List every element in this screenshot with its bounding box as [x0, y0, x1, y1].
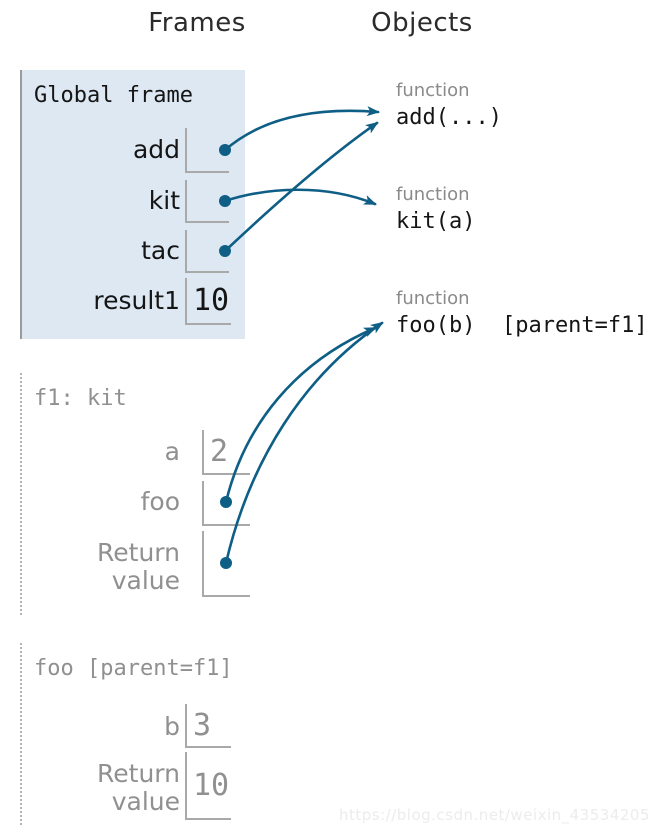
- frame-foo-parent-f1: foo [parent=f1] b 3 Return value 10: [20, 643, 310, 825]
- value-cell-result1: 10: [185, 278, 231, 325]
- value-cell-add: [185, 128, 229, 173]
- var-label-a: a: [164, 437, 180, 466]
- var-label-return-value-f1: Return value: [97, 538, 180, 595]
- object-function-foo: function foo(b) [parent=f1]: [396, 288, 648, 340]
- frames-column-header: Frames: [148, 8, 246, 38]
- object-function-add-label: add(...): [396, 105, 502, 130]
- var-label-add: add: [132, 135, 180, 164]
- objects-column-header: Objects: [371, 8, 473, 38]
- object-function-kit-label: kit(a): [396, 209, 476, 234]
- var-label-b: b: [164, 712, 180, 741]
- value-cell-tac: [185, 230, 229, 273]
- frame-global-title: Global frame: [34, 83, 193, 108]
- frame-f1-kit: f1: kit a 2 foo Return value: [20, 373, 310, 615]
- reference-arrow-tac-to-add-function: [223, 121, 379, 253]
- object-function-add: function add(...): [396, 80, 502, 132]
- value-cell-b: 3: [185, 704, 231, 748]
- var-label-return-value-foo: Return value: [97, 759, 180, 816]
- value-b: 3: [193, 707, 212, 743]
- object-function-kit: function kit(a): [396, 184, 475, 236]
- reference-arrow-add-to-add-function: [223, 106, 380, 152]
- watermark-url: https://blog.csdn.net/weixin_43534205: [338, 806, 650, 824]
- value-cell-return-f1: [202, 531, 250, 597]
- value-cell-foo: [202, 481, 250, 526]
- value-result1: 10: [193, 283, 230, 318]
- value-a: 2: [210, 434, 229, 469]
- reference-arrow-kit-to-kit-function: [223, 188, 377, 206]
- frame-f1-title: f1: kit: [34, 386, 127, 411]
- value-cell-kit: [185, 180, 229, 223]
- object-kind-label: function: [396, 288, 470, 309]
- var-label-kit: kit: [148, 186, 180, 215]
- value-cell-a: 2: [202, 430, 250, 475]
- value-return-foo: 10: [193, 767, 230, 803]
- frame-global: Global frame add kit tac result1 10: [20, 70, 245, 339]
- object-function-foo-label: foo(b) [parent=f1]: [396, 313, 648, 338]
- var-label-foo: foo: [140, 487, 180, 516]
- object-kind-label: function: [396, 184, 470, 205]
- value-cell-return-foo: 10: [185, 752, 231, 820]
- object-kind-label: function: [396, 80, 470, 101]
- var-label-tac: tac: [141, 236, 180, 265]
- frame-foo-title: foo [parent=f1]: [34, 656, 233, 681]
- var-label-result1: result1: [93, 286, 180, 315]
